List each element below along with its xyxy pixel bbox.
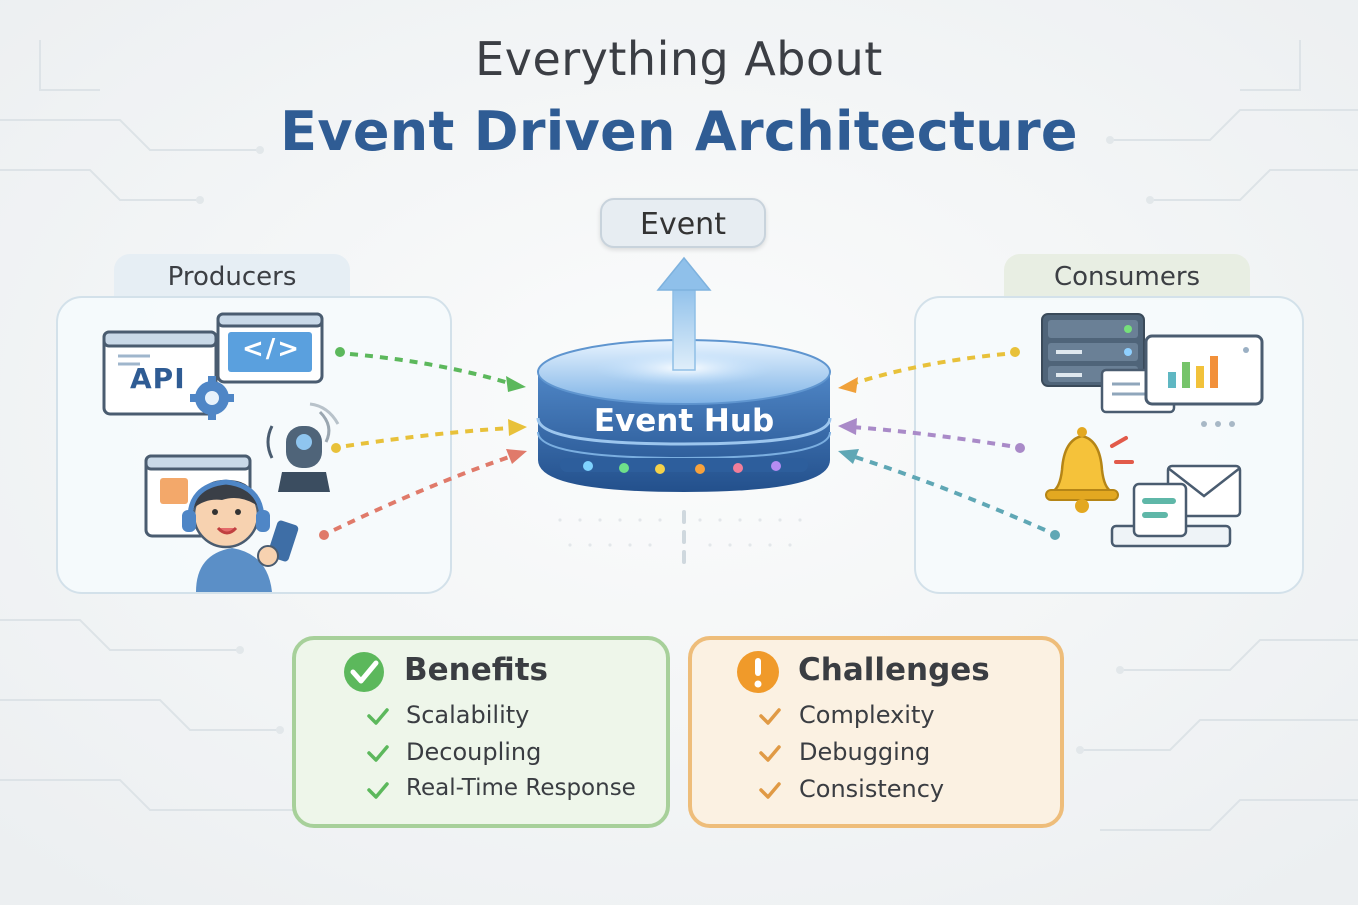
producers-label: Producers: [167, 262, 297, 292]
message-icon: [1110, 482, 1232, 548]
consumers-label: Consumers: [1053, 262, 1201, 292]
code-window-icon: [216, 312, 324, 384]
benefits-card: [292, 636, 670, 828]
event-up-arrow: [656, 256, 712, 371]
api-label: API: [130, 362, 186, 395]
check-icon: [367, 782, 389, 799]
check-icon: [759, 782, 781, 799]
code-label: </>: [242, 334, 302, 364]
check-icon: [367, 745, 389, 762]
title-line-2: Event Driven Architecture: [280, 100, 1078, 163]
benefit-item: Real-Time Response: [406, 775, 636, 801]
consumer-arrow-teal: [838, 449, 1060, 540]
check-icon: [759, 708, 781, 725]
challenges-card: [688, 636, 1064, 828]
check-icon: [759, 745, 781, 762]
producer-arrow-red: [319, 449, 527, 540]
benefit-item: Scalability: [406, 701, 530, 729]
challenge-item: Debugging: [799, 738, 931, 766]
sensor-icon: [266, 402, 340, 492]
gear-icon: [190, 376, 234, 420]
warning-icon: [737, 651, 779, 693]
producer-arrow-green: [335, 347, 526, 392]
hub-label: Event Hub: [593, 403, 775, 439]
api-window-icon: [102, 330, 218, 416]
user-with-phone-icon: [182, 479, 299, 592]
challenge-item: Consistency: [799, 775, 945, 803]
consumers-tab: Consumers: [1004, 254, 1250, 300]
challenge-item: Complexity: [799, 701, 935, 729]
title-line-1: Everything About: [475, 32, 883, 86]
benefits-title: Benefits: [404, 652, 548, 688]
benefits-check-icon: [344, 652, 384, 692]
benefit-item: Decoupling: [406, 738, 542, 766]
bar-chart-icon: [1144, 334, 1264, 406]
consumer-arrow-purple: [838, 418, 1025, 453]
consumer-arrow-yellow: [838, 347, 1020, 393]
event-label: Event: [600, 198, 766, 248]
producer-arrow-yellow: [331, 419, 527, 453]
challenges-title: Challenges: [798, 652, 990, 688]
bell-icon: [1045, 427, 1134, 513]
producers-tab: Producers: [114, 254, 350, 300]
check-icon: [367, 708, 389, 725]
